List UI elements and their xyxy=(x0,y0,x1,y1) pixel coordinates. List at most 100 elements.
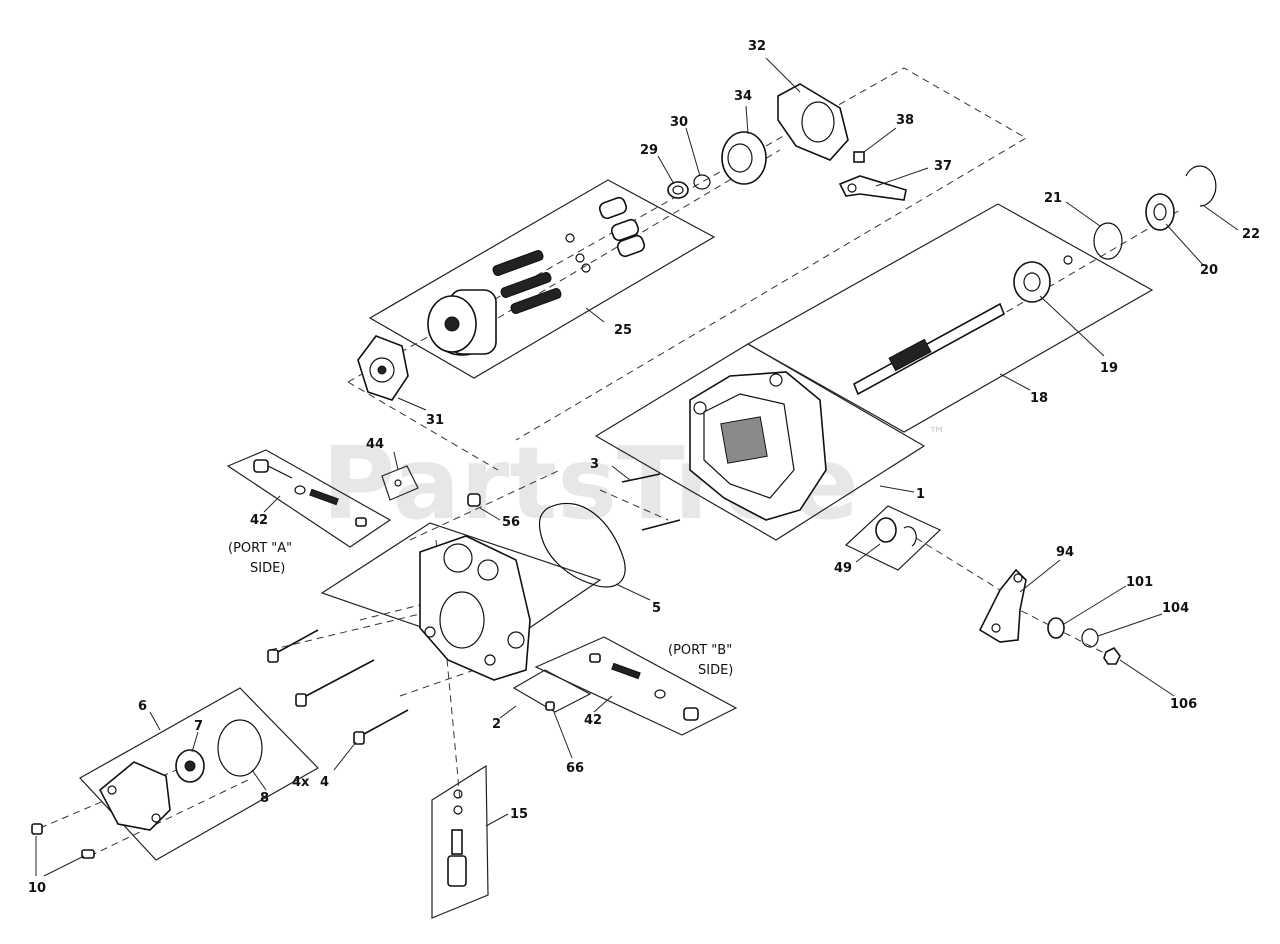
callout-32: 32 xyxy=(748,39,766,54)
leader-line xyxy=(149,711,161,731)
leader-line xyxy=(263,495,281,513)
frame-input-shaft-group xyxy=(746,203,1154,433)
plug-part-66 xyxy=(545,701,555,711)
trunnion-housing-part-32 xyxy=(777,83,849,161)
housing-part-1 xyxy=(689,371,827,521)
check-valve-part-42-port-a xyxy=(253,459,367,527)
ring-part-21 xyxy=(1093,222,1123,260)
callout-10: 10 xyxy=(28,881,46,896)
assembly-line xyxy=(599,489,669,521)
assembly-line-top-loop xyxy=(347,67,1027,441)
leader-line xyxy=(251,769,267,791)
cylinder-block-part-25 xyxy=(427,196,646,356)
leader-line xyxy=(333,741,357,771)
callout-66: 66 xyxy=(566,761,584,776)
leader-line xyxy=(593,695,613,713)
assembly-line xyxy=(347,381,499,471)
callout-56: 56 xyxy=(502,515,520,530)
gerotor-part-7 xyxy=(175,749,205,783)
callout-20: 20 xyxy=(1200,263,1218,278)
callout-7: 7 xyxy=(194,719,203,734)
callout-101: 101 xyxy=(1126,575,1153,590)
leader-line xyxy=(553,711,573,759)
input-shaft-part-18 xyxy=(852,255,1073,396)
callout-21: 21 xyxy=(1044,191,1062,206)
leader-line xyxy=(1065,201,1101,227)
spring-part-29 xyxy=(667,181,689,199)
leader-line xyxy=(479,507,501,521)
callout-18: 18 xyxy=(1030,391,1048,406)
watermark-trademark: ™ xyxy=(928,424,946,445)
seal-part-34 xyxy=(721,131,767,185)
charge-pump-cover-part-6 xyxy=(98,761,171,831)
leader-line xyxy=(1119,659,1175,697)
callout-1: 1 xyxy=(916,487,925,502)
frame-bearing-49 xyxy=(844,505,942,571)
callout-8: 8 xyxy=(260,791,269,806)
plug-part-56 xyxy=(467,493,481,507)
leader-line xyxy=(1039,295,1105,357)
dowel-pin-part-3 xyxy=(641,519,681,531)
callout-42-port-a: 42 xyxy=(250,513,268,528)
leader-line xyxy=(611,465,631,481)
assembly-line xyxy=(435,539,461,801)
gasket-part-5 xyxy=(538,502,626,588)
callout-6: 6 xyxy=(138,699,147,714)
callout-38: 38 xyxy=(896,113,914,128)
port-b-note-line1: (PORT "B" xyxy=(668,643,732,658)
callout-106: 106 xyxy=(1170,697,1197,712)
bracket-part-94 xyxy=(978,568,1027,643)
leader-line xyxy=(485,813,509,827)
callout-2: 2 xyxy=(492,717,501,732)
assembly-line xyxy=(497,149,781,319)
leader-line xyxy=(1097,613,1163,637)
center-section-part-2 xyxy=(419,535,531,681)
leader-line xyxy=(1063,585,1127,625)
port-a-note-line2: SIDE) xyxy=(250,561,285,576)
frame-plug-66 xyxy=(512,669,592,713)
leader-line xyxy=(875,167,929,187)
leader-line xyxy=(585,307,605,323)
label-plate-part-44 xyxy=(394,479,402,487)
leader-line xyxy=(397,397,427,411)
callout-37: 37 xyxy=(934,159,952,174)
seal-part-20 xyxy=(1145,193,1175,231)
washer-part-104 xyxy=(1081,628,1099,648)
leader-line xyxy=(657,155,675,185)
assembly-line xyxy=(89,777,253,857)
leader-line xyxy=(863,127,897,153)
callout-3: 3 xyxy=(590,457,599,472)
callout-5: 5 xyxy=(652,601,661,616)
callout-31: 31 xyxy=(426,413,444,428)
callout-49: 49 xyxy=(834,561,852,576)
frame-housing-group xyxy=(594,343,926,541)
bearing-part-49 xyxy=(875,517,917,547)
frame-port-a-valve xyxy=(226,449,392,548)
leader-line xyxy=(1203,205,1239,231)
leader-line xyxy=(999,373,1031,391)
dowel-pin-part-3 xyxy=(621,473,661,483)
callout-42-port-b: 42 xyxy=(584,713,602,728)
leader-line xyxy=(393,451,399,471)
callout-4: 4 xyxy=(320,775,329,790)
nut-part-106 xyxy=(1103,646,1121,665)
callout-94: 94 xyxy=(1056,545,1074,560)
leader-line xyxy=(685,127,701,177)
assembly-line xyxy=(399,667,481,697)
leader-line xyxy=(879,485,915,493)
retaining-ring-part-22 xyxy=(1185,165,1217,207)
o-ring-part-8 xyxy=(217,719,263,777)
leader-line xyxy=(1019,559,1061,593)
callout-19: 19 xyxy=(1100,361,1118,376)
assembly-line xyxy=(985,209,1181,325)
spacer-part-101 xyxy=(1047,617,1065,639)
callout-25: 25 xyxy=(614,323,632,338)
leader-line xyxy=(191,731,199,753)
port-a-note-line1: (PORT "A" xyxy=(228,541,292,556)
frame-port-b-valve xyxy=(534,636,738,736)
nut-part-38 xyxy=(853,151,865,163)
callout-22: 22 xyxy=(1242,227,1260,242)
control-arm-part-37 xyxy=(838,175,907,201)
